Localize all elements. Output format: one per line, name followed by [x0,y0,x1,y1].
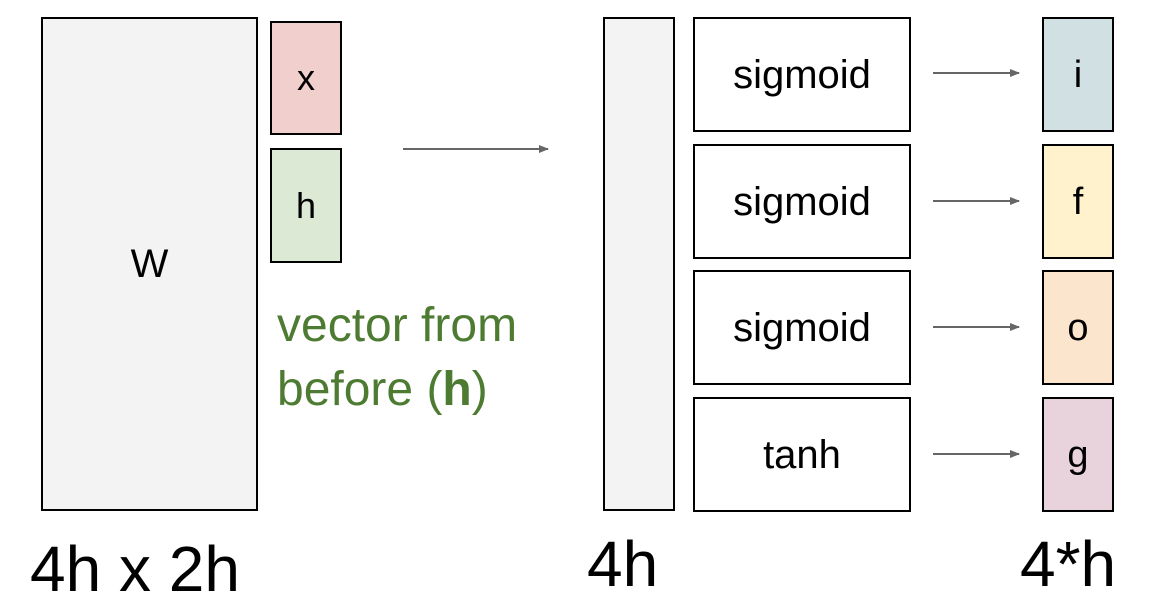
vector-x-label: x [297,57,315,98]
gates-dims-label: 4*h [1020,528,1117,600]
activation-box-2: sigmoid [693,144,911,259]
activation-box-1: sigmoid [693,17,911,132]
gate-o-label: o [1067,306,1089,349]
gate-o: o [1042,270,1114,385]
activation-box-3: sigmoid [693,270,911,385]
activation-label-2: sigmoid [733,179,871,224]
matrix-dims-label: 4h x 2h [30,533,240,605]
result-dims-label: 4h [587,528,659,600]
gate-g-label: g [1067,433,1089,476]
matrix-label: W [130,242,169,286]
vector-h-label: h [295,184,317,226]
annotation-text: vector from before (h) [277,294,577,422]
annotation-line-2-suffix: ) [471,363,488,416]
gate-g: g [1042,397,1114,512]
annotation-bold-h: h [442,363,472,416]
activation-label-3: sigmoid [733,305,871,350]
gate-i-label: i [1073,53,1083,96]
annotation-line-2-prefix: before ( [277,363,443,416]
activation-label-1: sigmoid [733,52,871,97]
activation-box-4: tanh [693,397,911,512]
annotation-line-2: before (h) [277,358,577,422]
result-vector-4h [603,17,675,511]
weight-matrix-w: W [41,17,258,511]
input-vector-h: h [270,148,342,263]
gate-f-label: f [1072,180,1084,223]
activation-label-4: tanh [763,432,841,477]
gate-i: i [1042,17,1114,132]
input-vector-x: x [270,21,342,135]
annotation-line-1: vector from [277,299,518,352]
gate-f: f [1042,144,1114,259]
